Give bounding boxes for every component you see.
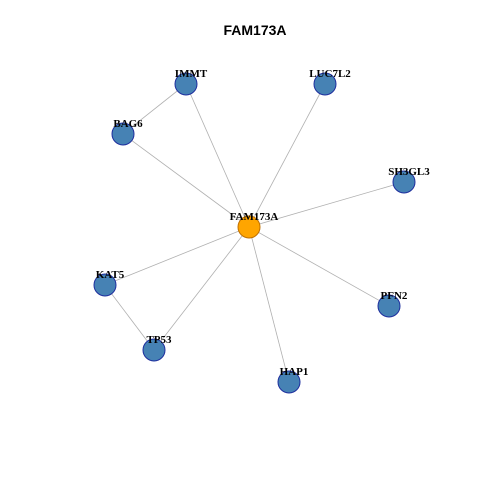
node-hap1: HAP1 (277, 366, 309, 394)
node-label-bag6: BAG6 (113, 118, 143, 130)
edge-fam173a-bag6 (122, 133, 250, 228)
diagram-title: FAM173A (223, 22, 286, 38)
node-circle-kat5 (93, 273, 117, 297)
node-immt: IMMT (174, 68, 208, 96)
node-fam173a: FAM173A (230, 211, 279, 239)
edge-fam173a-pfn2 (248, 226, 390, 307)
node-layer: FAM173A IMMT LUC7L2BAG6SH3GL3KAT5PFN2TP53H… (93, 68, 430, 394)
node-circle-hap1 (277, 370, 301, 394)
node-label-tp53: TP53 (146, 334, 172, 346)
node-label-kat5: KAT5 (96, 269, 125, 281)
node-label-pfn2: PFN2 (381, 290, 408, 302)
edge-fam173a-sh3gl3 (248, 181, 405, 228)
node-circle-luc7l2 (313, 72, 337, 96)
edge-fam173a-kat5 (104, 226, 250, 286)
node-circle-pfn2 (377, 294, 401, 318)
node-circle-bag6 (111, 122, 135, 146)
node-luc7l2: LUC7L2 (309, 68, 351, 96)
node-kat5: KAT5 (93, 269, 125, 297)
edge-immt-bag6 (122, 83, 187, 135)
edge-fam173a-luc7l2 (248, 83, 326, 228)
node-tp53: TP53 (142, 334, 172, 362)
node-label-immt: IMMT (175, 68, 208, 80)
edge-fam173a-immt (185, 83, 250, 228)
edge-fam173a-tp53 (153, 226, 250, 351)
edge-layer (104, 83, 405, 383)
node-label-sh3gl3: SH3GL3 (388, 166, 430, 178)
node-circle-immt (174, 72, 198, 96)
node-label-luc7l2: LUC7L2 (309, 68, 351, 80)
node-bag6: BAG6 (111, 118, 143, 146)
node-circle-fam173a (237, 215, 261, 239)
node-label-fam173a: FAM173A (230, 211, 279, 223)
edge-kat5-tp53 (104, 284, 155, 351)
node-circle-sh3gl3 (392, 170, 416, 194)
node-sh3gl3: SH3GL3 (388, 166, 430, 194)
node-pfn2: PFN2 (377, 290, 408, 318)
node-circle-tp53 (142, 338, 166, 362)
edge-fam173a-hap1 (248, 226, 290, 383)
node-label-hap1: HAP1 (280, 366, 309, 378)
